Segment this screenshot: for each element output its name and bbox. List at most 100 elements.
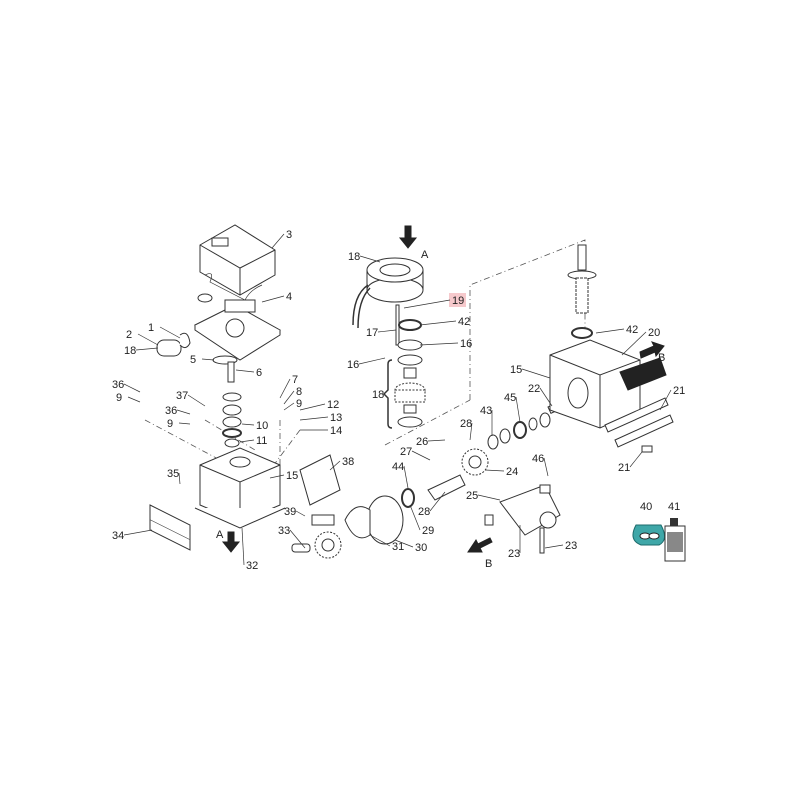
leader-line [477, 494, 501, 501]
gearbox-housing-right [549, 339, 641, 429]
leader-line [271, 233, 285, 249]
leader-line [521, 368, 551, 379]
leader-line [419, 342, 459, 346]
part-number-label: 42 [458, 316, 470, 328]
leader-line [359, 255, 381, 263]
part-number-label: 5 [190, 354, 196, 366]
arrow-a-top-icon [398, 225, 418, 249]
part-number-label: 46 [532, 453, 544, 465]
leader-line [159, 326, 181, 339]
cover-gasket [204, 273, 263, 301]
leader-line [187, 394, 206, 407]
part-number-label: 35 [167, 468, 179, 480]
part-number-label: 9 [167, 418, 173, 430]
view-marker-label: A [421, 249, 429, 261]
leader-line [279, 378, 291, 399]
view-marker-label: A [216, 529, 224, 541]
control-box-cover [199, 224, 276, 296]
leader-line [377, 329, 397, 333]
part-number-label: 18 [124, 345, 136, 357]
part-number-label: 23 [565, 540, 577, 552]
rack-block [619, 357, 667, 391]
part-number-label: 15 [286, 470, 298, 482]
leader-line [239, 439, 255, 443]
part-number-label: 16 [460, 338, 472, 350]
part-number-label: 34 [112, 530, 124, 542]
part-number-label: 14 [330, 425, 342, 437]
leader-line [419, 320, 457, 326]
leader-line [484, 469, 505, 472]
shaft-pin [227, 361, 235, 383]
leader-line [178, 422, 191, 425]
leader-line [621, 331, 647, 356]
release-lever [484, 484, 561, 554]
drive-gear-left [291, 531, 342, 559]
leader-line [329, 460, 341, 471]
part-number-label: 1 [148, 322, 154, 334]
part-number-label: 18 [348, 251, 360, 263]
part-number-label: 15 [510, 364, 522, 376]
leader-line [659, 389, 672, 411]
part-number-label: 27 [400, 446, 412, 458]
leader-line [299, 416, 329, 421]
part-number-label: 16 [347, 359, 359, 371]
part-number-label: 23 [508, 548, 520, 560]
rotor-stack [394, 319, 426, 428]
rails [604, 397, 674, 453]
part-number-label: 10 [256, 420, 268, 432]
brace [382, 359, 393, 429]
leader-line [469, 422, 473, 441]
part-number-label: 32 [246, 560, 258, 572]
part-number-label: 40 [640, 501, 652, 513]
part-number-label: 4 [286, 291, 292, 303]
part-number-label: 9 [296, 398, 302, 410]
part-number-label: 44 [392, 461, 404, 473]
part-number-label: 22 [528, 383, 540, 395]
leader-line [403, 465, 409, 489]
stator-coil [352, 257, 424, 329]
leader-line [261, 295, 285, 303]
leader-line [409, 504, 421, 531]
arrow-b-right-icon [639, 341, 665, 359]
leader-line [427, 439, 446, 442]
mounting-plate [149, 504, 191, 551]
part-number-label: 33 [278, 525, 290, 537]
gearbox-housing-left [194, 447, 286, 529]
part-number-label: 17 [366, 327, 378, 339]
part-number-label: 21 [673, 385, 685, 397]
leader-line [539, 387, 553, 407]
control-board [194, 293, 281, 361]
part-number-label: 36 [112, 379, 124, 391]
part-number-label: 21 [618, 462, 630, 474]
part-number-label: 9 [116, 392, 122, 404]
cam-and-gasket [344, 495, 404, 545]
grease-bag [632, 524, 665, 546]
part-number-label: 18 [372, 389, 384, 401]
part-number-label: 42 [626, 324, 638, 336]
leader-line [629, 451, 643, 468]
arrow-b-bottom-icon [467, 537, 493, 553]
leader-line [394, 539, 414, 548]
part-number-label: 28 [460, 418, 472, 430]
leader-line [241, 423, 255, 426]
leader-line [283, 402, 295, 411]
leader-line [595, 328, 625, 334]
leader-line [123, 529, 153, 536]
part-number-label: 3 [286, 229, 292, 241]
leader-line [358, 357, 386, 365]
leader-line [241, 527, 245, 566]
capacitor [156, 332, 191, 357]
arrow-a-left-icon [221, 531, 241, 553]
worm-shaft [567, 244, 597, 339]
part-number-label: 25 [466, 490, 478, 502]
part-number-label: 8 [296, 386, 302, 398]
part-number-label: 26 [416, 436, 428, 448]
leader-line [123, 383, 141, 393]
leader-line [543, 457, 549, 477]
part-number-label: 41 [668, 501, 680, 513]
bearing-stack-left [222, 392, 242, 448]
view-marker-label: B [658, 352, 665, 364]
